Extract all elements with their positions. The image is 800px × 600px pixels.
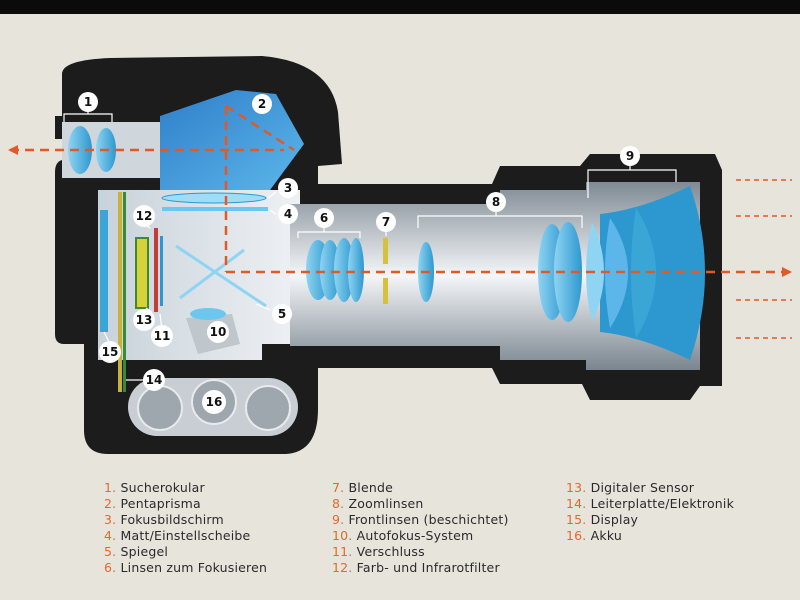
legend-item: 2. Pentaprisma: [104, 496, 201, 511]
focusing-screen: [161, 192, 267, 204]
svg-text:12: 12: [136, 209, 153, 223]
screen: 1 2 3 4 5 6 7 8 9 10 11 12 13 14 15 16 1…: [0, 14, 800, 600]
color-ir-filter: [154, 228, 158, 312]
svg-text:10: 10: [210, 325, 227, 339]
marker-9: 9: [620, 146, 640, 166]
svg-text:6: 6: [320, 211, 328, 225]
legend-column-2: 7. Blende 8. Zoomlinsen 9. Frontlinsen (…: [332, 480, 509, 576]
legend-item: 16. Akku: [566, 528, 623, 543]
display: [100, 210, 108, 332]
legend-item: 14. Leiterplatte/Elektronik: [566, 496, 735, 511]
svg-text:5: 5: [278, 307, 286, 321]
legend-column-1: 1. Sucherokular 2. Pentaprisma 3. Fokusb…: [104, 480, 267, 576]
legend-item: 13. Digitaler Sensor: [566, 480, 695, 495]
legend-item: 1. Sucherokular: [104, 480, 205, 495]
marker-12: 12: [133, 205, 155, 227]
legend-item: 6. Linsen zum Fokusieren: [104, 560, 268, 575]
svg-text:8: 8: [492, 195, 500, 209]
marker-16: 16: [202, 390, 226, 414]
marker-6: 6: [314, 208, 334, 228]
svg-text:14: 14: [146, 373, 163, 387]
marker-14: 14: [143, 369, 165, 391]
legend-column-3: 13. Digitaler Sensor 14. Leiterplatte/El…: [566, 480, 734, 544]
svg-text:3: 3: [284, 181, 292, 195]
legend-item: 12. Farb- und Infrarotfilter: [332, 560, 500, 575]
legend-item: 9. Frontlinsen (beschichtet): [332, 512, 509, 527]
mirror: [175, 244, 267, 308]
svg-text:11: 11: [154, 329, 171, 343]
incoming-light-rays: [736, 179, 792, 339]
svg-text:13: 13: [136, 313, 153, 327]
marker-10: 10: [207, 321, 229, 343]
marker-13: 13: [133, 309, 155, 331]
marker-8: 8: [486, 192, 506, 212]
shutter: [160, 236, 163, 306]
legend-item: 15. Display: [566, 512, 639, 527]
light-path: [10, 104, 792, 274]
marker-4: 4: [278, 204, 298, 224]
label-brackets: [63, 110, 677, 381]
svg-text:9: 9: [626, 149, 634, 163]
svg-text:16: 16: [206, 395, 223, 409]
pentaprism: [160, 90, 304, 190]
svg-text:2: 2: [258, 97, 266, 111]
legend-item: 7. Blende: [332, 480, 394, 495]
marker-15: 15: [99, 341, 121, 363]
svg-text:1: 1: [84, 95, 92, 109]
svg-text:4: 4: [284, 207, 292, 221]
marker-2: 2: [252, 94, 272, 114]
aperture: [383, 238, 388, 304]
light-arrowheads: [8, 145, 792, 277]
digital-sensor: [135, 237, 149, 309]
legend-item: 11. Verschluss: [332, 544, 425, 559]
zoom-lenses: [538, 222, 582, 322]
circuit-board: [118, 192, 126, 392]
svg-text:7: 7: [382, 215, 390, 229]
camera-cross-section-diagram: 1 2 3 4 5 6 7 8 9 10 11 12 13 14 15 16: [8, 56, 792, 454]
marker-3: 3: [278, 178, 298, 198]
legend-item: 8. Zoomlinsen: [332, 496, 424, 511]
svg-text:15: 15: [102, 345, 119, 359]
marker-11: 11: [151, 325, 173, 347]
marker-7: 7: [376, 212, 396, 232]
legend-item: 5. Spiegel: [104, 544, 169, 559]
focusing-lenses: [306, 238, 364, 302]
legend-item: 4. Matt/Einstellscheibe: [104, 528, 251, 543]
matte-screen: [162, 207, 268, 211]
marker-1: 1: [78, 92, 98, 112]
legend-item: 3. Fokusbildschirm: [104, 512, 224, 527]
marker-5: 5: [272, 304, 292, 324]
legend-item: 10. Autofokus-System: [332, 528, 474, 543]
